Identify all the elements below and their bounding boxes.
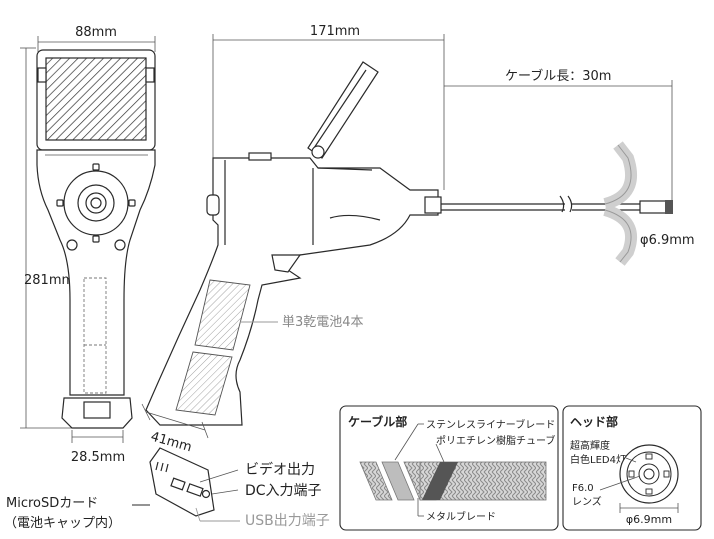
cable-layer-1: ステンレスライナーブレード xyxy=(426,418,555,431)
dim-height-left: 281mm xyxy=(20,47,74,429)
cable-section-panel: ケーブル部 ステンレスライナーブレード ポリエチレン樹脂チューブ メタルブレード xyxy=(339,405,559,531)
dim-cable-length-label: ケーブル長：30m xyxy=(505,68,611,84)
head-section-title: ヘッド部 xyxy=(570,414,618,429)
dim-grip-width-label: 41mm xyxy=(149,429,193,455)
dim-length-top: 171mm xyxy=(212,24,445,190)
dim-length-top-label: 171mm xyxy=(310,24,360,39)
head-diameter-label: φ6.9mm xyxy=(626,513,672,526)
dim-width-bottom-label: 28.5mm xyxy=(71,450,125,465)
head-section-panel: ヘッド部 超高輝度 白色LED4灯 F6.0 レンズ φ6.9mm xyxy=(562,405,702,531)
dim-cable-length: ケーブル長：30m xyxy=(444,68,673,200)
cable-layer-2: ポリエチレン樹脂チューブ xyxy=(436,434,555,447)
head-led-line1: 超高輝度 xyxy=(570,439,610,452)
flip-screen xyxy=(307,61,379,159)
head-led-line2: 白色LED4灯 xyxy=(570,453,626,466)
port-detail: ビデオ出力 DC入力端子 USB出力端子 MicroSDカード （電池キャップ内… xyxy=(4,447,330,531)
side-view: 171mm ケーブル長：30m 41mm xyxy=(141,24,695,455)
head-lens-line1: F6.0 xyxy=(572,483,594,494)
microsd-label-line1: MicroSDカード xyxy=(6,496,98,511)
dc-in-label: DC入力端子 xyxy=(245,483,322,499)
dim-width-top: 88mm xyxy=(37,25,156,52)
control-dial xyxy=(63,170,129,236)
dim-width-bottom: 28.5mm xyxy=(71,430,125,465)
cable-section-title: ケーブル部 xyxy=(348,414,407,429)
usb-label: USB出力端子 xyxy=(245,513,330,529)
head-lens-line2: レンズ xyxy=(572,495,602,508)
probe-diameter-label: φ6.9mm xyxy=(640,233,695,248)
battery-callout: 単3乾電池4本 xyxy=(282,314,364,330)
video-out-label: ビデオ出力 xyxy=(245,461,315,478)
dim-height-left-label: 281mm xyxy=(24,273,74,288)
screen xyxy=(45,57,147,141)
microsd-label-line2: （電池キャップ内） xyxy=(4,515,121,531)
battery-cap xyxy=(61,397,133,429)
cable-layer-3: メタルブレード xyxy=(426,510,496,523)
dim-width-top-label: 88mm xyxy=(75,25,117,40)
front-view: 88mm 281mm xyxy=(20,25,156,465)
